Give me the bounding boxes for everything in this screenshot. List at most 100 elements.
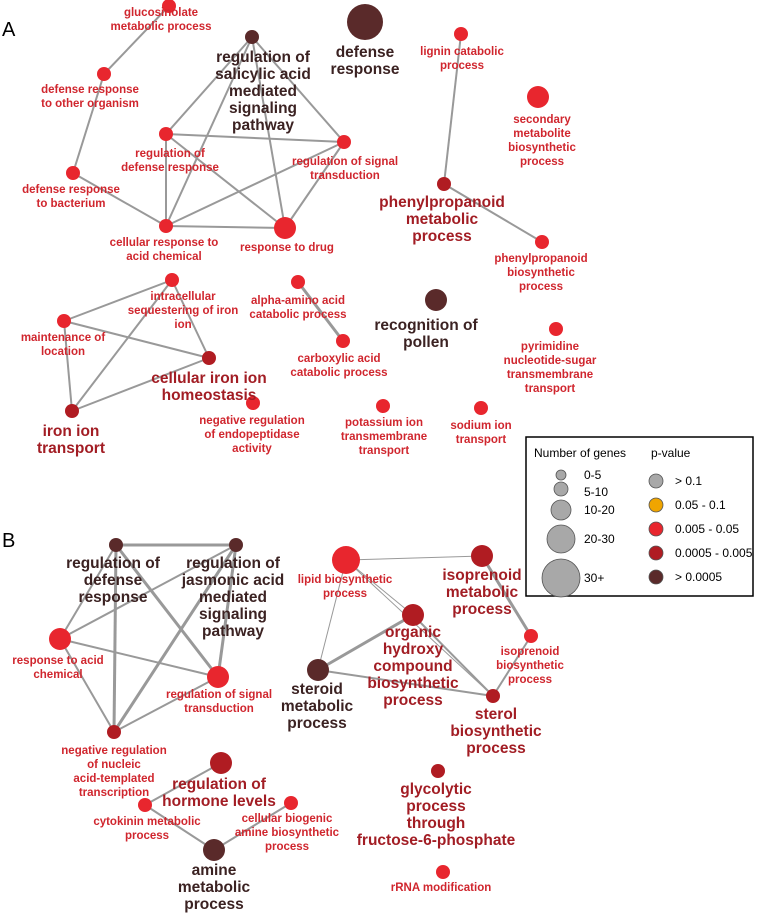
edge-reg_def-resp_drug: [165, 133, 286, 229]
edge-reg_signal_a-cell_acid: [165, 141, 345, 227]
edge-alpha_amino-carbox: [296, 281, 345, 342]
node-lignin: [454, 27, 468, 41]
legend: Number of genes p-value 0-55-1010-2020-3…: [525, 436, 754, 598]
node-phenyl_bio: [535, 235, 549, 249]
edge-b_reg_signal-b_neg_reg: [113, 676, 219, 733]
node-b_cytokinin: [138, 798, 152, 812]
node-iron_homeo: [202, 351, 216, 365]
node-reg_def: [159, 127, 173, 141]
legend-size-circle-0: [555, 469, 567, 481]
node-b_glycolytic: [431, 764, 445, 778]
edge-iron_seq-iron_homeo: [171, 279, 210, 359]
node-b_rrna: [436, 865, 450, 879]
edge-b_biogenic-b_amine: [213, 802, 292, 851]
node-glucosinolate: [162, 0, 176, 13]
legend-pvalue-label-2: 0.005 - 0.05: [675, 522, 739, 536]
edge-maint_loc-iron_transport: [63, 320, 73, 412]
node-b_isoprenoid_bio: [524, 629, 538, 643]
legend-pvalue-circle-0: [648, 473, 664, 489]
legend-size-label-0: 0-5: [584, 468, 602, 482]
edge-b_lipid-b_isoprenoid_met: [345, 555, 483, 561]
legend-pvalue-title: p-value: [651, 446, 691, 460]
node-phenyl_metab: [437, 177, 451, 191]
edge-reg_def-reg_signal_a: [165, 133, 345, 143]
legend-size-label-3: 20-30: [584, 532, 615, 546]
legend-pvalue-label-1: 0.05 - 0.1: [675, 498, 726, 512]
edge-b_reg_def-b_resp_acid: [59, 544, 117, 640]
edge-b_lipid-b_sterol: [345, 559, 494, 697]
edge-maint_loc-iron_homeo: [63, 320, 210, 359]
edge-b_ja-b_resp_acid: [59, 544, 237, 640]
node-b_isoprenoid_met: [471, 545, 493, 567]
edge-b_organic-b_steroid: [317, 613, 414, 672]
edge-b_lipid-b_steroid: [317, 559, 347, 671]
panel-label-a: A: [2, 19, 16, 41]
node-b_lipid: [332, 546, 360, 574]
edge-def_bact-cell_acid: [72, 172, 167, 227]
legend-size-circle-3: [546, 524, 576, 554]
edge-sa_path-reg_signal_a: [251, 36, 345, 143]
node-b_sterol: [486, 689, 500, 703]
node-resp_drug: [274, 217, 296, 239]
node-cell_acid: [159, 219, 173, 233]
node-b_amine: [203, 839, 225, 861]
legend-pvalue-scale: > 0.10.05 - 0.10.005 - 0.050.0005 - 0.00…: [648, 473, 753, 585]
node-pollen: [425, 289, 447, 311]
node-b_reg_def: [109, 538, 123, 552]
edge-b_cytokinin-b_amine: [144, 804, 215, 851]
node-b_hormone: [210, 752, 232, 774]
label-resp_drug: response to drug: [240, 242, 334, 254]
edge-iron_seq-maint_loc: [63, 279, 173, 322]
edge-iron_seq-iron_transport: [71, 279, 173, 412]
edge-glucosinolate-def_other: [103, 5, 170, 75]
node-carbox: [336, 334, 350, 348]
node-iron_transport: [65, 404, 79, 418]
network-nodes: [49, 0, 563, 879]
edge-b_ja-b_reg_signal: [216, 544, 238, 678]
legend-size-circle-1: [553, 481, 569, 497]
legend-pvalue-label-3: 0.0005 - 0.005: [675, 546, 753, 560]
legend-size-label-1: 5-10: [584, 485, 608, 499]
edge-lignin-phenyl_metab: [443, 33, 462, 185]
edge-b_isoprenoid_bio-b_sterol: [492, 635, 532, 697]
label-b_rrna: rRNA modification: [391, 882, 492, 894]
node-defense_resp: [347, 4, 383, 40]
node-potassium: [376, 399, 390, 413]
edge-sa_path-resp_drug: [251, 36, 286, 229]
node-sodium: [474, 401, 488, 415]
node-b_resp_acid: [49, 628, 71, 650]
legend-pvalue-label-4: > 0.0005: [675, 570, 722, 584]
edge-sa_path-cell_acid: [165, 36, 253, 227]
network-edges: [59, 5, 543, 851]
edge-sa_path-reg_def: [165, 36, 253, 135]
legend-size-circle-2: [550, 499, 572, 521]
edge-cell_acid-resp_drug: [165, 225, 286, 229]
edge-b_steroid-b_sterol: [317, 669, 494, 697]
